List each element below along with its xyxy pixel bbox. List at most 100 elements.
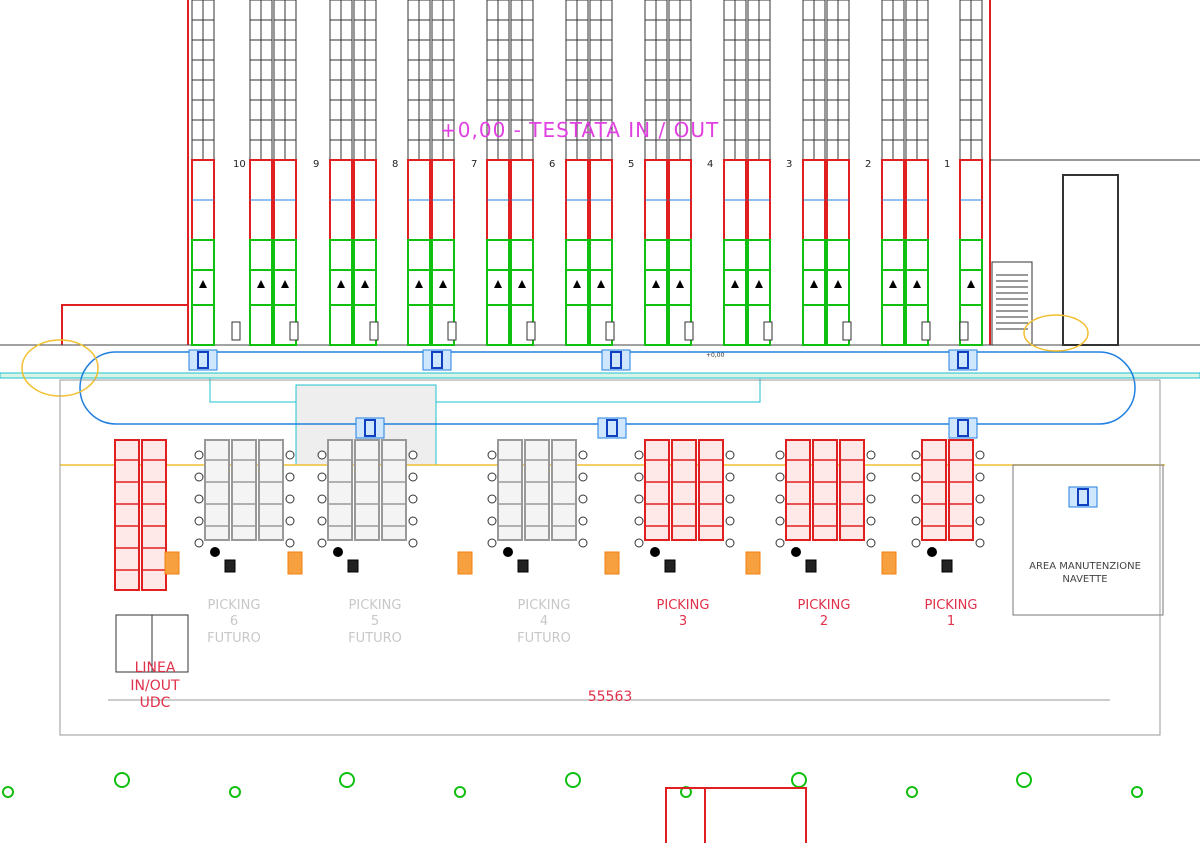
conveyor-bay bbox=[921, 439, 947, 541]
sensor-icon bbox=[911, 538, 921, 548]
rack-bay-green bbox=[747, 239, 771, 346]
rack-bay-green bbox=[668, 239, 692, 346]
rack-bay-green bbox=[273, 239, 297, 346]
shuttle-vehicle bbox=[422, 349, 452, 371]
sensor-icon bbox=[194, 450, 204, 460]
sensor-icon bbox=[408, 538, 418, 548]
aisle-number: 6 bbox=[549, 159, 556, 170]
shuttle-icon bbox=[431, 351, 443, 369]
drawing-title: +0,00 - TESTATA IN / OUT bbox=[440, 118, 720, 142]
arrow-icon bbox=[337, 280, 345, 288]
aisle-number: 9 bbox=[313, 159, 320, 170]
sensor-icon bbox=[487, 472, 497, 482]
operator-icon bbox=[650, 547, 660, 557]
sensor-icon bbox=[775, 538, 785, 548]
sensor-icon bbox=[866, 450, 876, 460]
sensor-icon bbox=[578, 450, 588, 460]
sensor-icon bbox=[634, 450, 644, 460]
picking-1-label: PICKING 1 bbox=[924, 598, 978, 630]
sensor-icon bbox=[317, 472, 327, 482]
sensor-icon bbox=[317, 538, 327, 548]
sensor-icon bbox=[487, 494, 497, 504]
conveyor-bay bbox=[141, 439, 167, 591]
sensor-icon bbox=[317, 450, 327, 460]
room bbox=[1062, 174, 1119, 346]
sensor-icon bbox=[775, 516, 785, 526]
highlight-ellipse bbox=[1023, 314, 1089, 352]
sensor-icon bbox=[285, 472, 295, 482]
pallet-icon bbox=[604, 551, 620, 575]
conveyor-bay bbox=[551, 439, 577, 541]
conveyor-bay bbox=[948, 439, 974, 541]
building-wall bbox=[61, 304, 188, 345]
arrow-icon bbox=[439, 280, 447, 288]
aisle-number: 1 bbox=[944, 159, 951, 170]
conveyor-bay bbox=[381, 439, 407, 541]
rack-bay-green bbox=[407, 239, 431, 346]
picking-4-label: PICKING 4 FUTURO bbox=[517, 598, 571, 646]
shuttle-vehicle bbox=[355, 417, 385, 439]
arrow-icon bbox=[597, 280, 605, 288]
sensor-icon bbox=[725, 516, 735, 526]
conveyor-bay bbox=[524, 439, 550, 541]
arrow-icon bbox=[731, 280, 739, 288]
sensor-icon bbox=[775, 472, 785, 482]
grid-column-icon bbox=[114, 772, 130, 788]
pallet-icon bbox=[745, 551, 761, 575]
aisle-number: 8 bbox=[392, 159, 399, 170]
rack-bay-green bbox=[510, 239, 534, 346]
sensor-icon bbox=[578, 516, 588, 526]
rack-bay-green bbox=[905, 239, 929, 346]
sensor-icon bbox=[866, 472, 876, 482]
operator-icon bbox=[333, 547, 343, 557]
rack-bay-green bbox=[826, 239, 850, 346]
conveyor-bay bbox=[785, 439, 811, 541]
sensor-icon bbox=[487, 538, 497, 548]
sensor-icon bbox=[775, 450, 785, 460]
arrow-icon bbox=[494, 280, 502, 288]
sensor-icon bbox=[408, 450, 418, 460]
rack-bay-green bbox=[431, 239, 455, 346]
rack-bay-green bbox=[802, 239, 826, 346]
shuttle-icon bbox=[1077, 488, 1089, 506]
outer-boundary bbox=[59, 379, 1161, 736]
sensor-icon bbox=[725, 494, 735, 504]
column-post bbox=[921, 321, 931, 341]
arrow-icon bbox=[889, 280, 897, 288]
grid-column-icon bbox=[454, 786, 466, 798]
arrow-icon bbox=[361, 280, 369, 288]
arrow-icon bbox=[834, 280, 842, 288]
conveyor-bay bbox=[644, 439, 670, 541]
conveyor-bay bbox=[839, 439, 865, 541]
conveyor-bay bbox=[204, 439, 230, 541]
sensor-icon bbox=[775, 494, 785, 504]
sensor-icon bbox=[911, 494, 921, 504]
sensor-icon bbox=[866, 494, 876, 504]
rack-bay-green bbox=[329, 239, 353, 346]
shuttle-vehicle bbox=[948, 417, 978, 439]
arrow-icon bbox=[755, 280, 763, 288]
sensor-icon bbox=[285, 516, 295, 526]
arrow-icon bbox=[199, 280, 207, 288]
pallet-icon bbox=[164, 551, 180, 575]
sensor-icon bbox=[285, 538, 295, 548]
shuttle-vehicle bbox=[601, 349, 631, 371]
building-outline-bottom bbox=[665, 787, 807, 843]
shuttle-vehicle bbox=[948, 349, 978, 371]
column-post bbox=[842, 321, 852, 341]
shuttle-vehicle bbox=[1068, 486, 1098, 508]
sensor-icon bbox=[975, 516, 985, 526]
sensor-icon bbox=[317, 516, 327, 526]
conveyor-bay bbox=[812, 439, 838, 541]
conveyor-bay bbox=[698, 439, 724, 541]
mezzanine-outline bbox=[209, 377, 761, 403]
wall-band bbox=[0, 372, 1200, 379]
sensor-icon bbox=[634, 472, 644, 482]
sensor-icon bbox=[634, 516, 644, 526]
arrow-icon bbox=[573, 280, 581, 288]
shuttle-vehicle bbox=[188, 349, 218, 371]
sensor-icon bbox=[578, 494, 588, 504]
picking-5-label: PICKING 5 FUTURO bbox=[348, 598, 402, 646]
sensor-icon bbox=[975, 472, 985, 482]
sensor-icon bbox=[578, 538, 588, 548]
